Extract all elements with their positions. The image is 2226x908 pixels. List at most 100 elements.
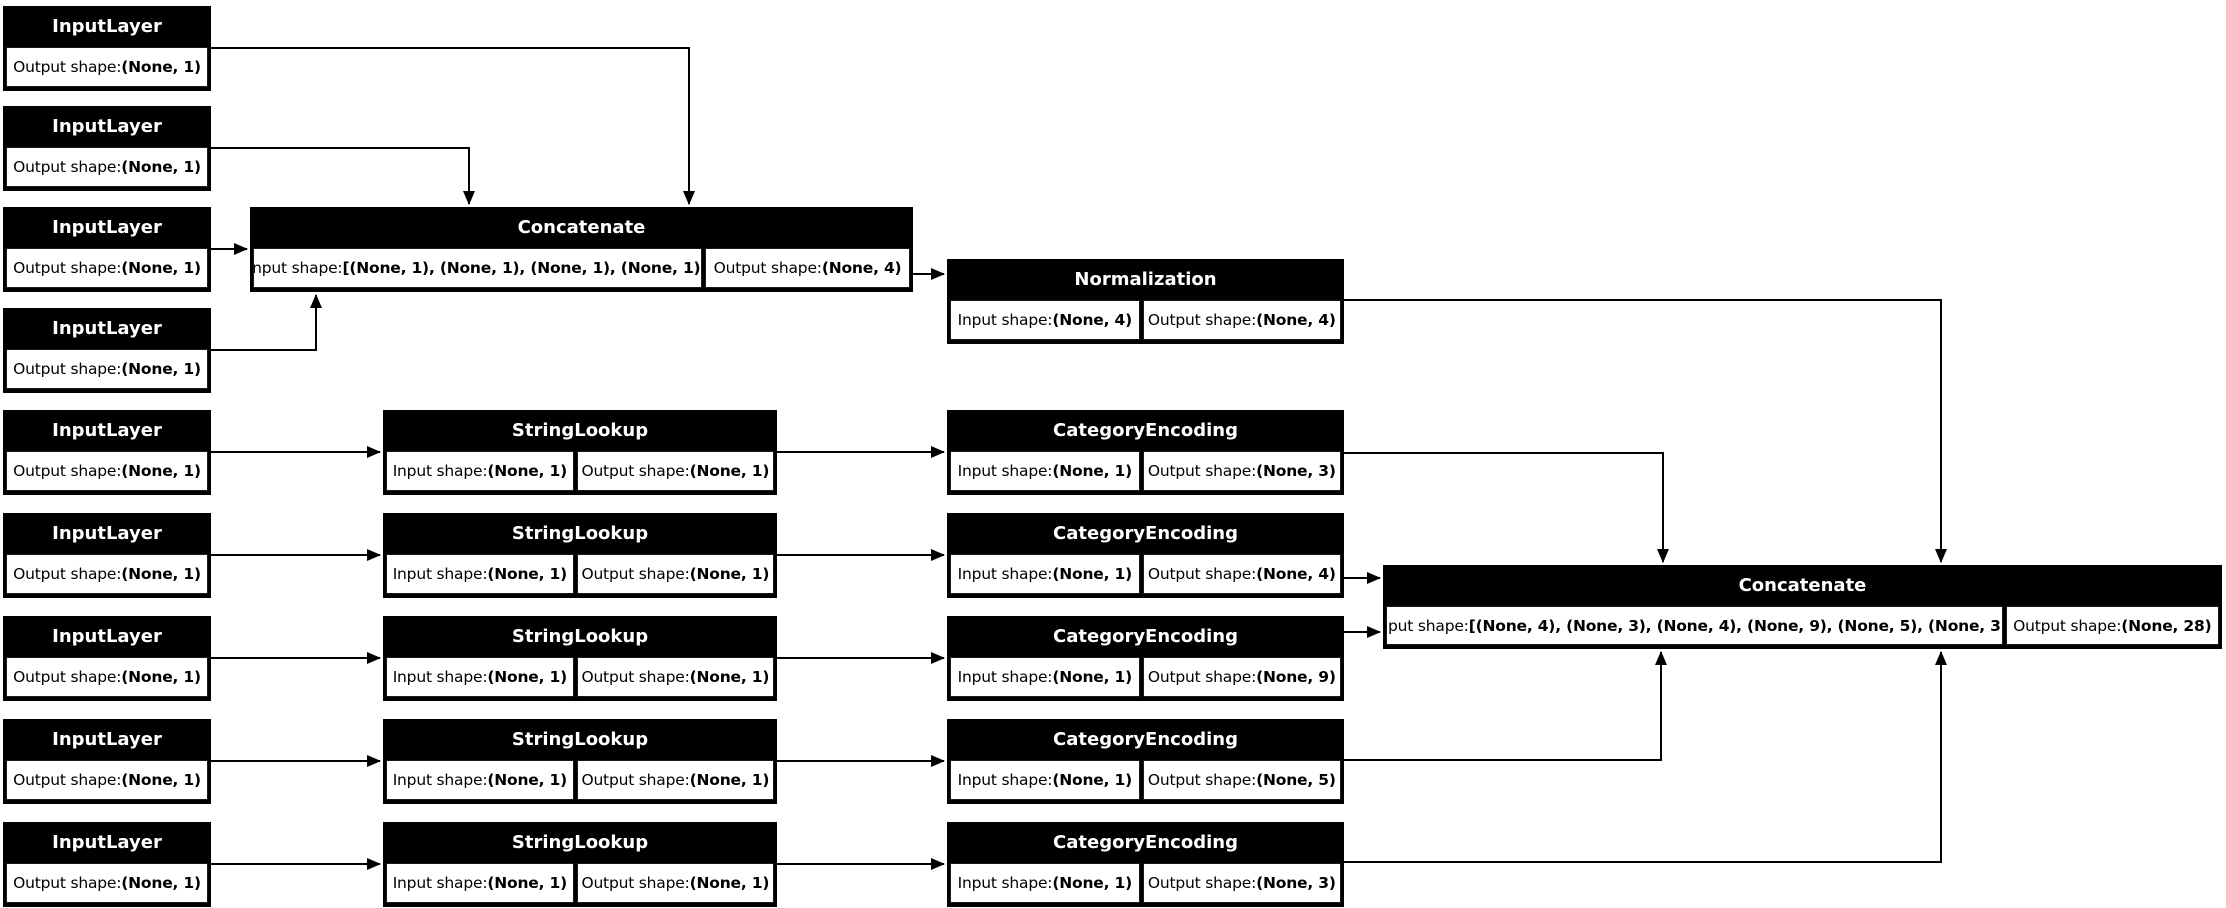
shape-label: Input shape:: [253, 259, 343, 277]
input-shape-cell: Input shape: (None, 1): [950, 554, 1140, 594]
output-shape-cell: Output shape: (None, 1): [6, 657, 208, 697]
layer-type-label: StringLookup: [511, 523, 649, 544]
shape-label: Output shape:: [1147, 311, 1257, 329]
shape-value: (None, 1): [487, 565, 567, 583]
shape-value: (None, 1): [689, 771, 770, 789]
shape-value: (None, 1): [689, 668, 770, 686]
shape-cells: Output shape: (None, 1): [6, 451, 208, 491]
shape-value: (None, 4): [1256, 311, 1336, 329]
shape-value: (None, 1): [121, 668, 201, 686]
output-shape-cell: Output shape: (None, 1): [6, 863, 208, 903]
edge-category_encoding_1-to-concatenate_2: [1344, 452, 1669, 563]
shape-value: (None, 1): [121, 158, 201, 176]
layer-type-label: Concatenate: [1738, 575, 1867, 596]
shape-cells: Input shape: (None, 1)Output shape: (Non…: [950, 657, 1341, 697]
shape-label: Output shape:: [13, 771, 122, 789]
edge-input_4-to-concatenate_1: [211, 294, 322, 351]
shape-label: Output shape:: [1147, 668, 1257, 686]
output-shape-cell: Output shape: (None, 1): [576, 760, 774, 800]
output-shape-cell: Output shape: (None, 3): [1142, 451, 1341, 491]
shape-label: Output shape:: [581, 771, 690, 789]
input-shape-cell: Input shape: (None, 1): [950, 451, 1140, 491]
output-shape-cell: Output shape: (None, 3): [1142, 863, 1341, 903]
shape-value: (None, 9): [1256, 668, 1336, 686]
shape-value: (None, 1): [689, 874, 770, 892]
input-shape-cell: Input shape: (None, 1): [950, 657, 1140, 697]
shape-cells: Input shape: [(None, 1), (None, 1), (Non…: [253, 248, 910, 288]
layer-type-label: Normalization: [1074, 269, 1217, 290]
layer-type-label: InputLayer: [52, 217, 162, 238]
layer-type-label: InputLayer: [52, 116, 162, 137]
layer-type-label: StringLookup: [511, 626, 649, 647]
shape-cells: Output shape: (None, 1): [6, 349, 208, 389]
shape-label: Output shape:: [2013, 616, 2122, 635]
edge-normalization-to-concatenate_2: [1344, 299, 1947, 563]
edge-category_encoding_5-to-concatenate_2: [1344, 651, 1947, 863]
shape-label: Output shape:: [13, 58, 122, 76]
input-shape-cell: Input shape: (None, 1): [950, 760, 1140, 800]
shape-label: Output shape:: [581, 668, 690, 686]
layer-type-label: InputLayer: [52, 523, 162, 544]
shape-label: Output shape:: [581, 565, 690, 583]
shape-cells: Input shape: (None, 1) Output shape: (Non…: [386, 863, 774, 903]
output-shape-cell: Output shape: (None, 4): [1142, 300, 1341, 340]
output-shape-cell: Output shape: (None, 1): [6, 248, 208, 288]
output-shape-cell: Output shape: (None, 9): [1142, 657, 1341, 697]
shape-cells: Output shape: (None, 1): [6, 657, 208, 697]
shape-label: Input shape:: [957, 874, 1053, 892]
edge-category_encoding_4-to-concatenate_2: [1344, 651, 1667, 761]
shape-label: Input shape:: [392, 874, 488, 892]
shape-value: (None, 1): [121, 565, 201, 583]
layer-type-label: CategoryEncoding: [1053, 832, 1238, 853]
shape-value: (None, 1): [689, 565, 770, 583]
input-shape-cell: Input shape: (None, 1): [386, 451, 574, 491]
input-shape-cell: Input shape: (None, 1): [386, 760, 574, 800]
layer-type-label: CategoryEncoding: [1053, 626, 1238, 647]
shape-label: Output shape:: [13, 360, 122, 378]
shape-value: (None, 1): [121, 58, 201, 76]
shape-value: (None, 4): [1256, 565, 1336, 583]
shape-cells: Output shape: (None, 1): [6, 554, 208, 594]
shape-value: (None, 1): [121, 462, 201, 480]
shape-cells: Input shape: (None, 1)Output shape: (Non…: [386, 451, 774, 491]
shape-cells: Input shape: (None, 1)Output shape: (Non…: [386, 554, 774, 594]
shape-label: Output shape:: [13, 874, 122, 892]
output-shape-cell: Output shape: (None, 1): [6, 554, 208, 594]
shape-label: Output shape:: [581, 462, 690, 480]
layer-type-label: CategoryEncoding: [1053, 523, 1238, 544]
shape-label: Output shape:: [1147, 565, 1257, 583]
shape-label: Output shape:: [13, 259, 122, 277]
shape-cells: Input shape: (None, 1)Output shape: (Non…: [950, 760, 1341, 800]
shape-label: Output shape:: [1147, 874, 1257, 892]
shape-value: (None, 3): [1256, 462, 1336, 480]
shape-label: Input shape:: [957, 311, 1053, 329]
shape-cells: Input shape: (None, 1)Output shape: (Non…: [950, 863, 1341, 903]
input-shape-cell: Input shape: (None, 1): [386, 863, 574, 903]
input-shape-cell: Input shape: (None, 1): [386, 657, 574, 697]
shape-label: Output shape:: [13, 462, 122, 480]
output-shape-cell: Output shape: (None, 1): [576, 657, 774, 697]
shape-cells: Output shape: (None, 1): [6, 47, 208, 87]
shape-label: Input shape:: [957, 668, 1053, 686]
shape-label: Output shape:: [581, 874, 690, 892]
edge-input_1-to-concatenate_1: [211, 47, 695, 205]
shape-cells: Input shape: (None, 1)Output shape: (Non…: [386, 760, 774, 800]
edge-input_2-to-concatenate_1: [211, 147, 475, 205]
shape-cells: Output shape: (None, 1): [6, 248, 208, 288]
input-shape-cell: Input shape: (None, 4): [950, 300, 1140, 340]
layer-type-label: InputLayer: [52, 832, 162, 853]
